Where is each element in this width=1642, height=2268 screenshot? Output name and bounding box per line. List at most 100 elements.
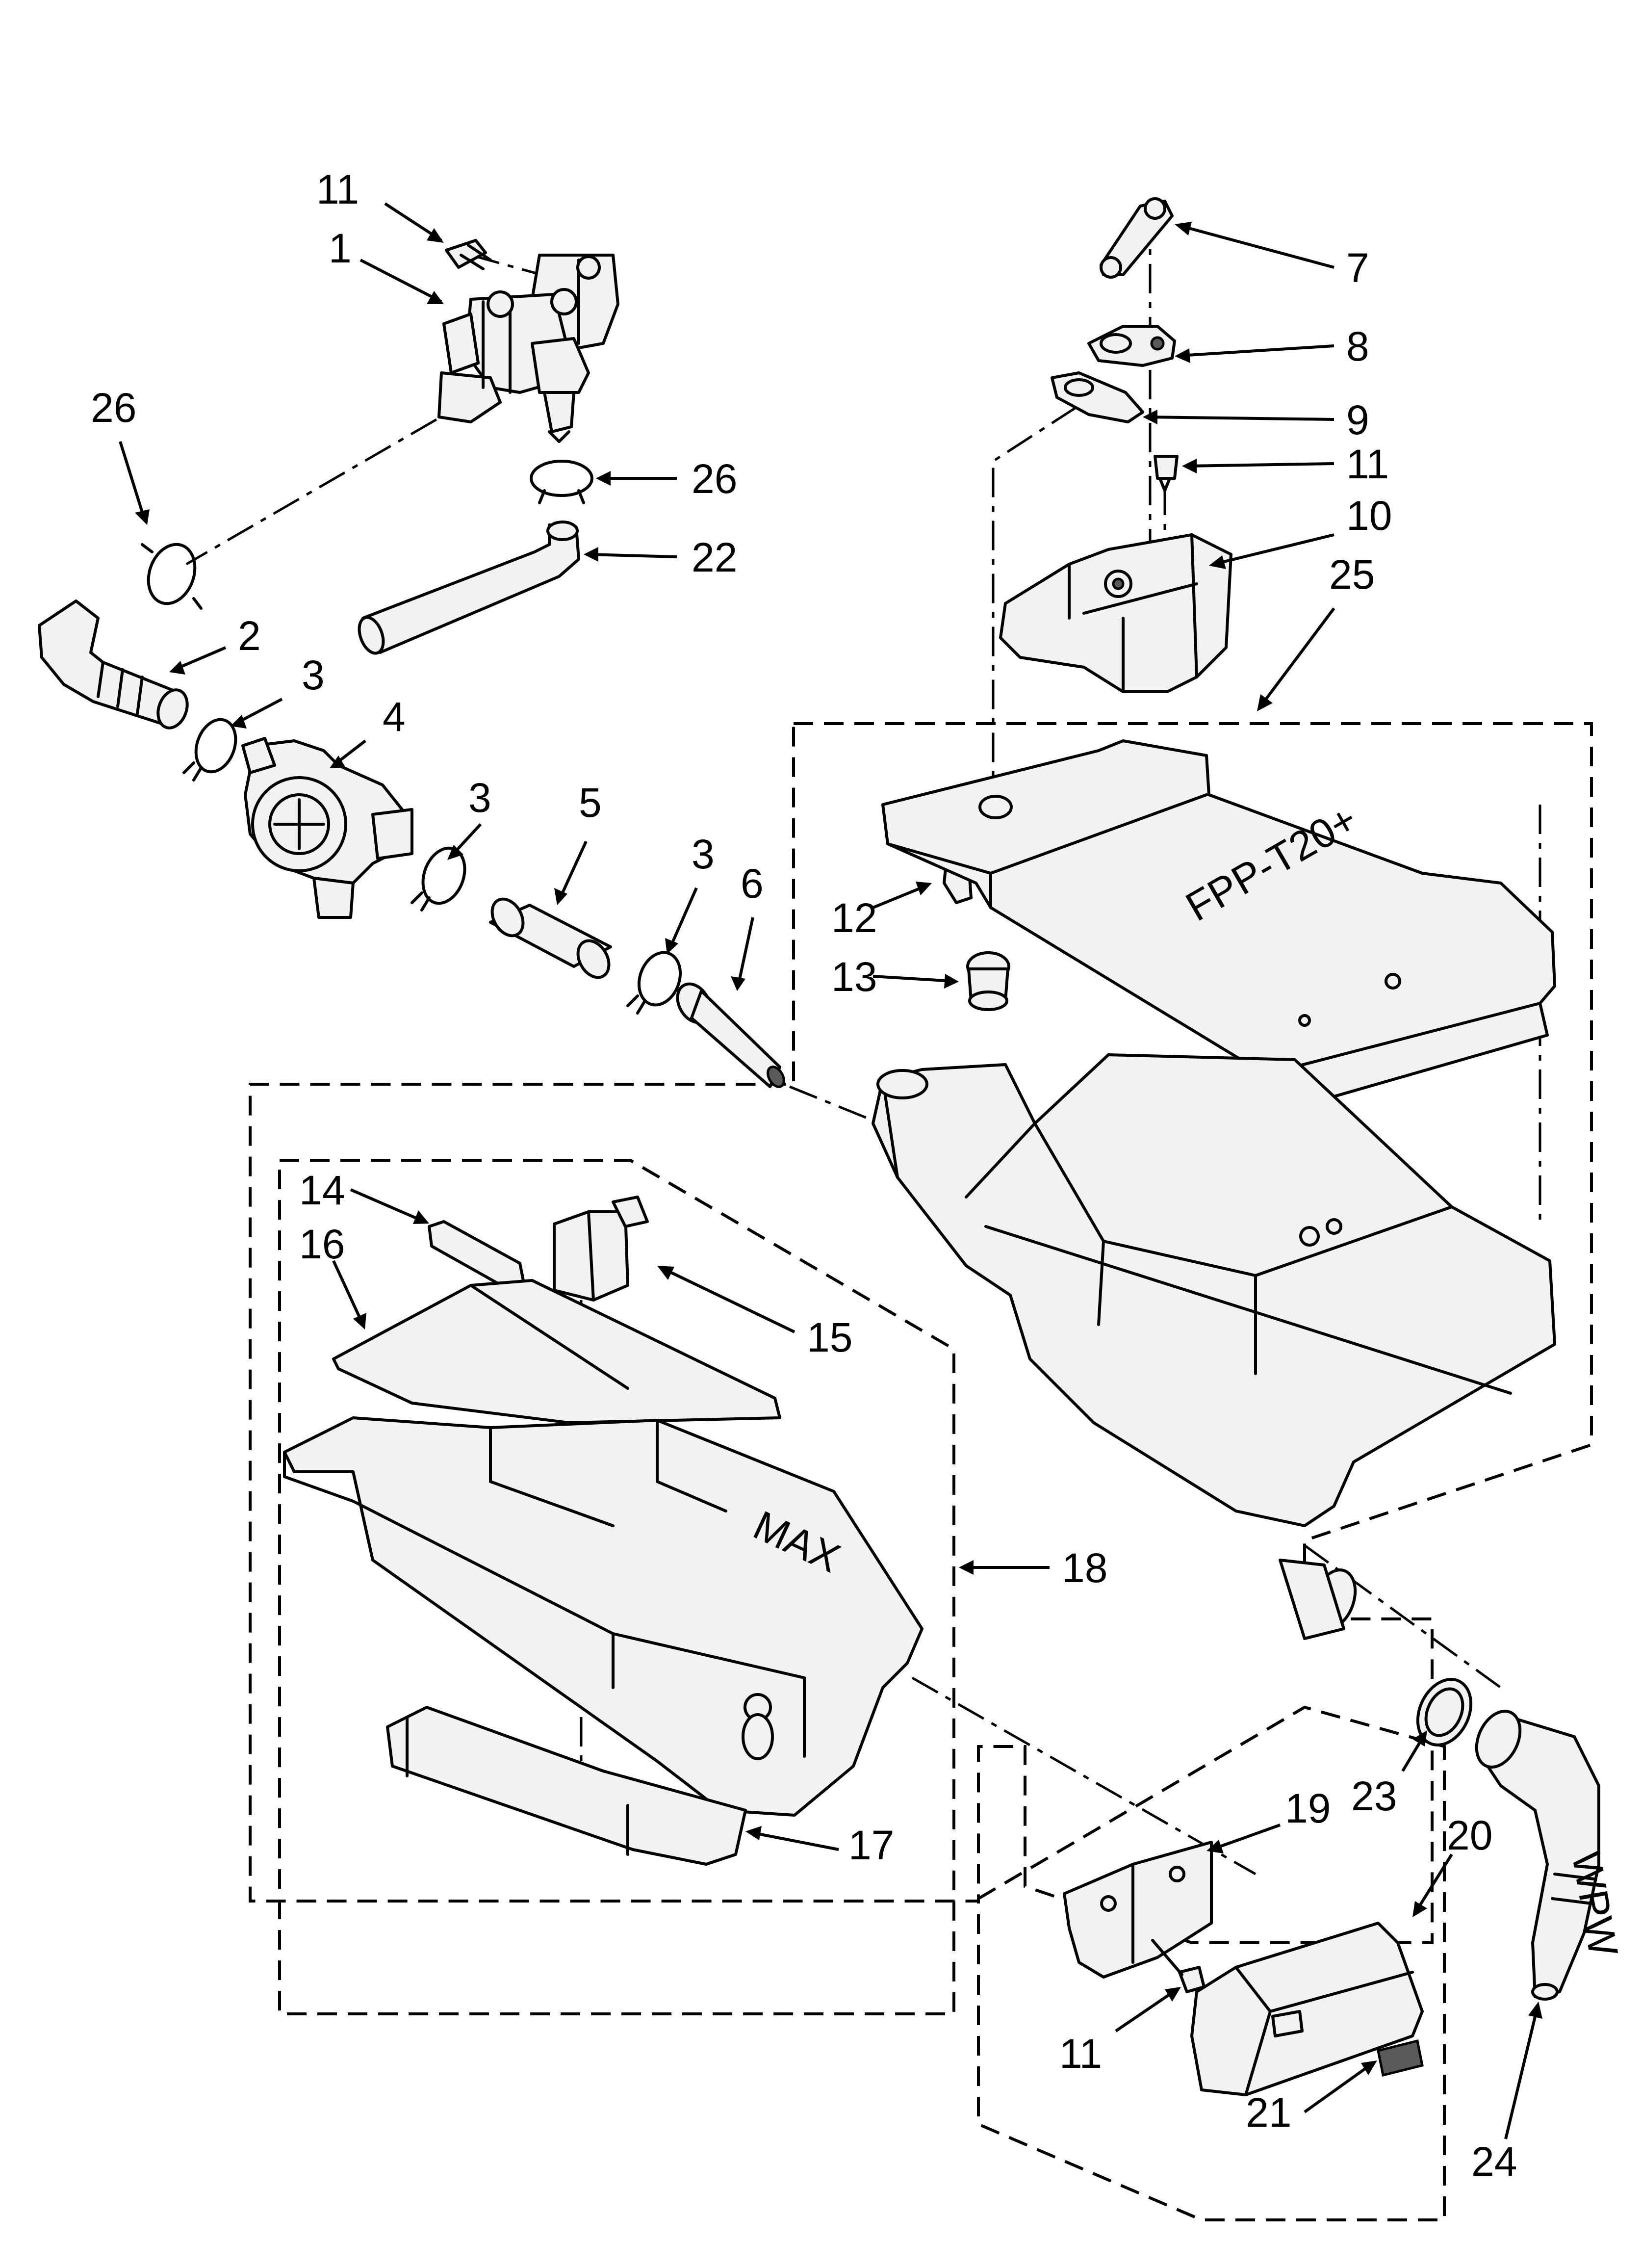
arrowhead [657,1266,674,1280]
part-7-link-arm [1100,197,1174,279]
leader-8 [1179,344,1334,357]
part-8-cam-plate [1087,325,1176,367]
part-26-clamp-upper [530,460,593,504]
arrowhead [1206,1840,1224,1853]
callout-10: 10 [1346,493,1392,539]
callout-17: 17 [848,1822,894,1868]
part-3-clamp-b [410,846,466,912]
arrowhead [1361,2060,1377,2075]
part-17-drawer-front [386,1706,747,1866]
arrowhead [1175,348,1190,363]
part-1-water-valve [437,254,619,443]
leader-12 [872,884,928,909]
leader-24 [1504,2006,1539,2139]
leader-21 [1304,2061,1374,2113]
callout-20: 20 [1447,1812,1492,1858]
arrowhead [1143,410,1157,424]
callout-24: 24 [1471,2138,1517,2185]
part-14-siphon-cap [428,1220,526,1292]
leader-7 [1179,224,1334,269]
arrowhead [944,974,959,989]
leader-19 [1210,1824,1281,1851]
callout-22: 22 [692,534,737,580]
leader-13 [872,975,954,983]
leader-5 [558,840,588,901]
dispenser-housing-body [872,1053,1556,1640]
part-16-drawer-lid [332,1279,781,1424]
arrowhead [447,845,463,860]
part-21-pad [1377,2039,1424,2077]
leader-17 [750,1831,839,1851]
callout-16: 16 [299,1221,345,1267]
callout-8: 8 [1346,323,1369,369]
callout-7: 7 [1346,245,1369,291]
part-19-bracket [1063,1841,1213,1979]
arrowhead [596,471,611,486]
leader-14 [350,1188,425,1223]
arrowhead [554,888,567,905]
arrowhead [1257,694,1273,711]
part-2-drain-hose [38,600,189,730]
callout-23: 23 [1351,1773,1397,1819]
part-6-connector [676,982,785,1088]
callout-15: 15 [807,1314,852,1360]
callout-3: 3 [692,831,715,877]
callout-26: 26 [91,385,136,431]
callout-19: 19 [1285,1785,1331,1831]
arrowhead [413,1210,429,1224]
part-11-screw-valve [445,239,492,270]
leader-11c [1115,1988,1178,2033]
callout-21: 21 [1246,2089,1291,2136]
part-11-screw-motor [1154,455,1179,492]
part-23-seal-ring [1416,1678,1473,1747]
part-18-drawer-assembly: MAX [283,1416,924,1817]
callout-4: 4 [383,694,406,740]
callout-2: 2 [238,613,261,659]
arrowhead [1209,555,1226,569]
group-boundary-20 [977,1705,1446,2221]
arrowhead [135,509,150,525]
part-10-motor-bracket [999,533,1232,693]
callout-3: 3 [468,775,491,821]
leader-20 [1413,1853,1453,1914]
callout-1: 1 [329,225,352,271]
callout-5: 5 [579,780,602,826]
arrowhead [1175,222,1192,235]
callout-9: 9 [1346,397,1369,443]
part-26-clamp-lower [141,543,203,610]
part-20-cover [1190,1922,1424,2096]
arrowhead [1412,1730,1427,1747]
leader-10 [1213,533,1334,566]
arrowhead [665,938,678,954]
part-22-hose [358,521,580,655]
part-24-vent-duct [1475,1710,1600,2001]
leader-11b [1186,462,1334,468]
arrowhead [959,1560,974,1575]
leader-3c [668,887,698,950]
arrowhead [1165,1987,1181,2002]
dispenser-housing-lid: FPP-T20+ [881,739,1556,1098]
leader-6 [737,917,754,987]
leader-15 [661,1267,795,1333]
arrowhead [916,882,932,895]
leader-2 [173,646,227,671]
callout-labels: 11 1 26 26 22 2 3 4 3 5 3 6 7 8 9 11 10 … [91,166,1517,2185]
part-3-clamp-a [182,718,237,782]
arrowhead [745,1826,762,1840]
callout-25: 25 [1329,551,1375,598]
leader-9 [1147,416,1334,421]
leader-1 [359,259,442,303]
arrowhead [231,715,247,729]
callout-13: 13 [831,954,877,1000]
part-4-drain-pump [241,737,413,919]
part-11-screw-bracket [1151,1939,1206,1993]
arrowhead [353,1313,366,1330]
part-13-knob [966,951,1010,1011]
part-9-gasket [1051,371,1144,423]
arrowhead [731,976,745,991]
arrowhead [169,661,185,675]
callout-26: 26 [692,456,737,502]
callout-12: 12 [831,895,877,941]
